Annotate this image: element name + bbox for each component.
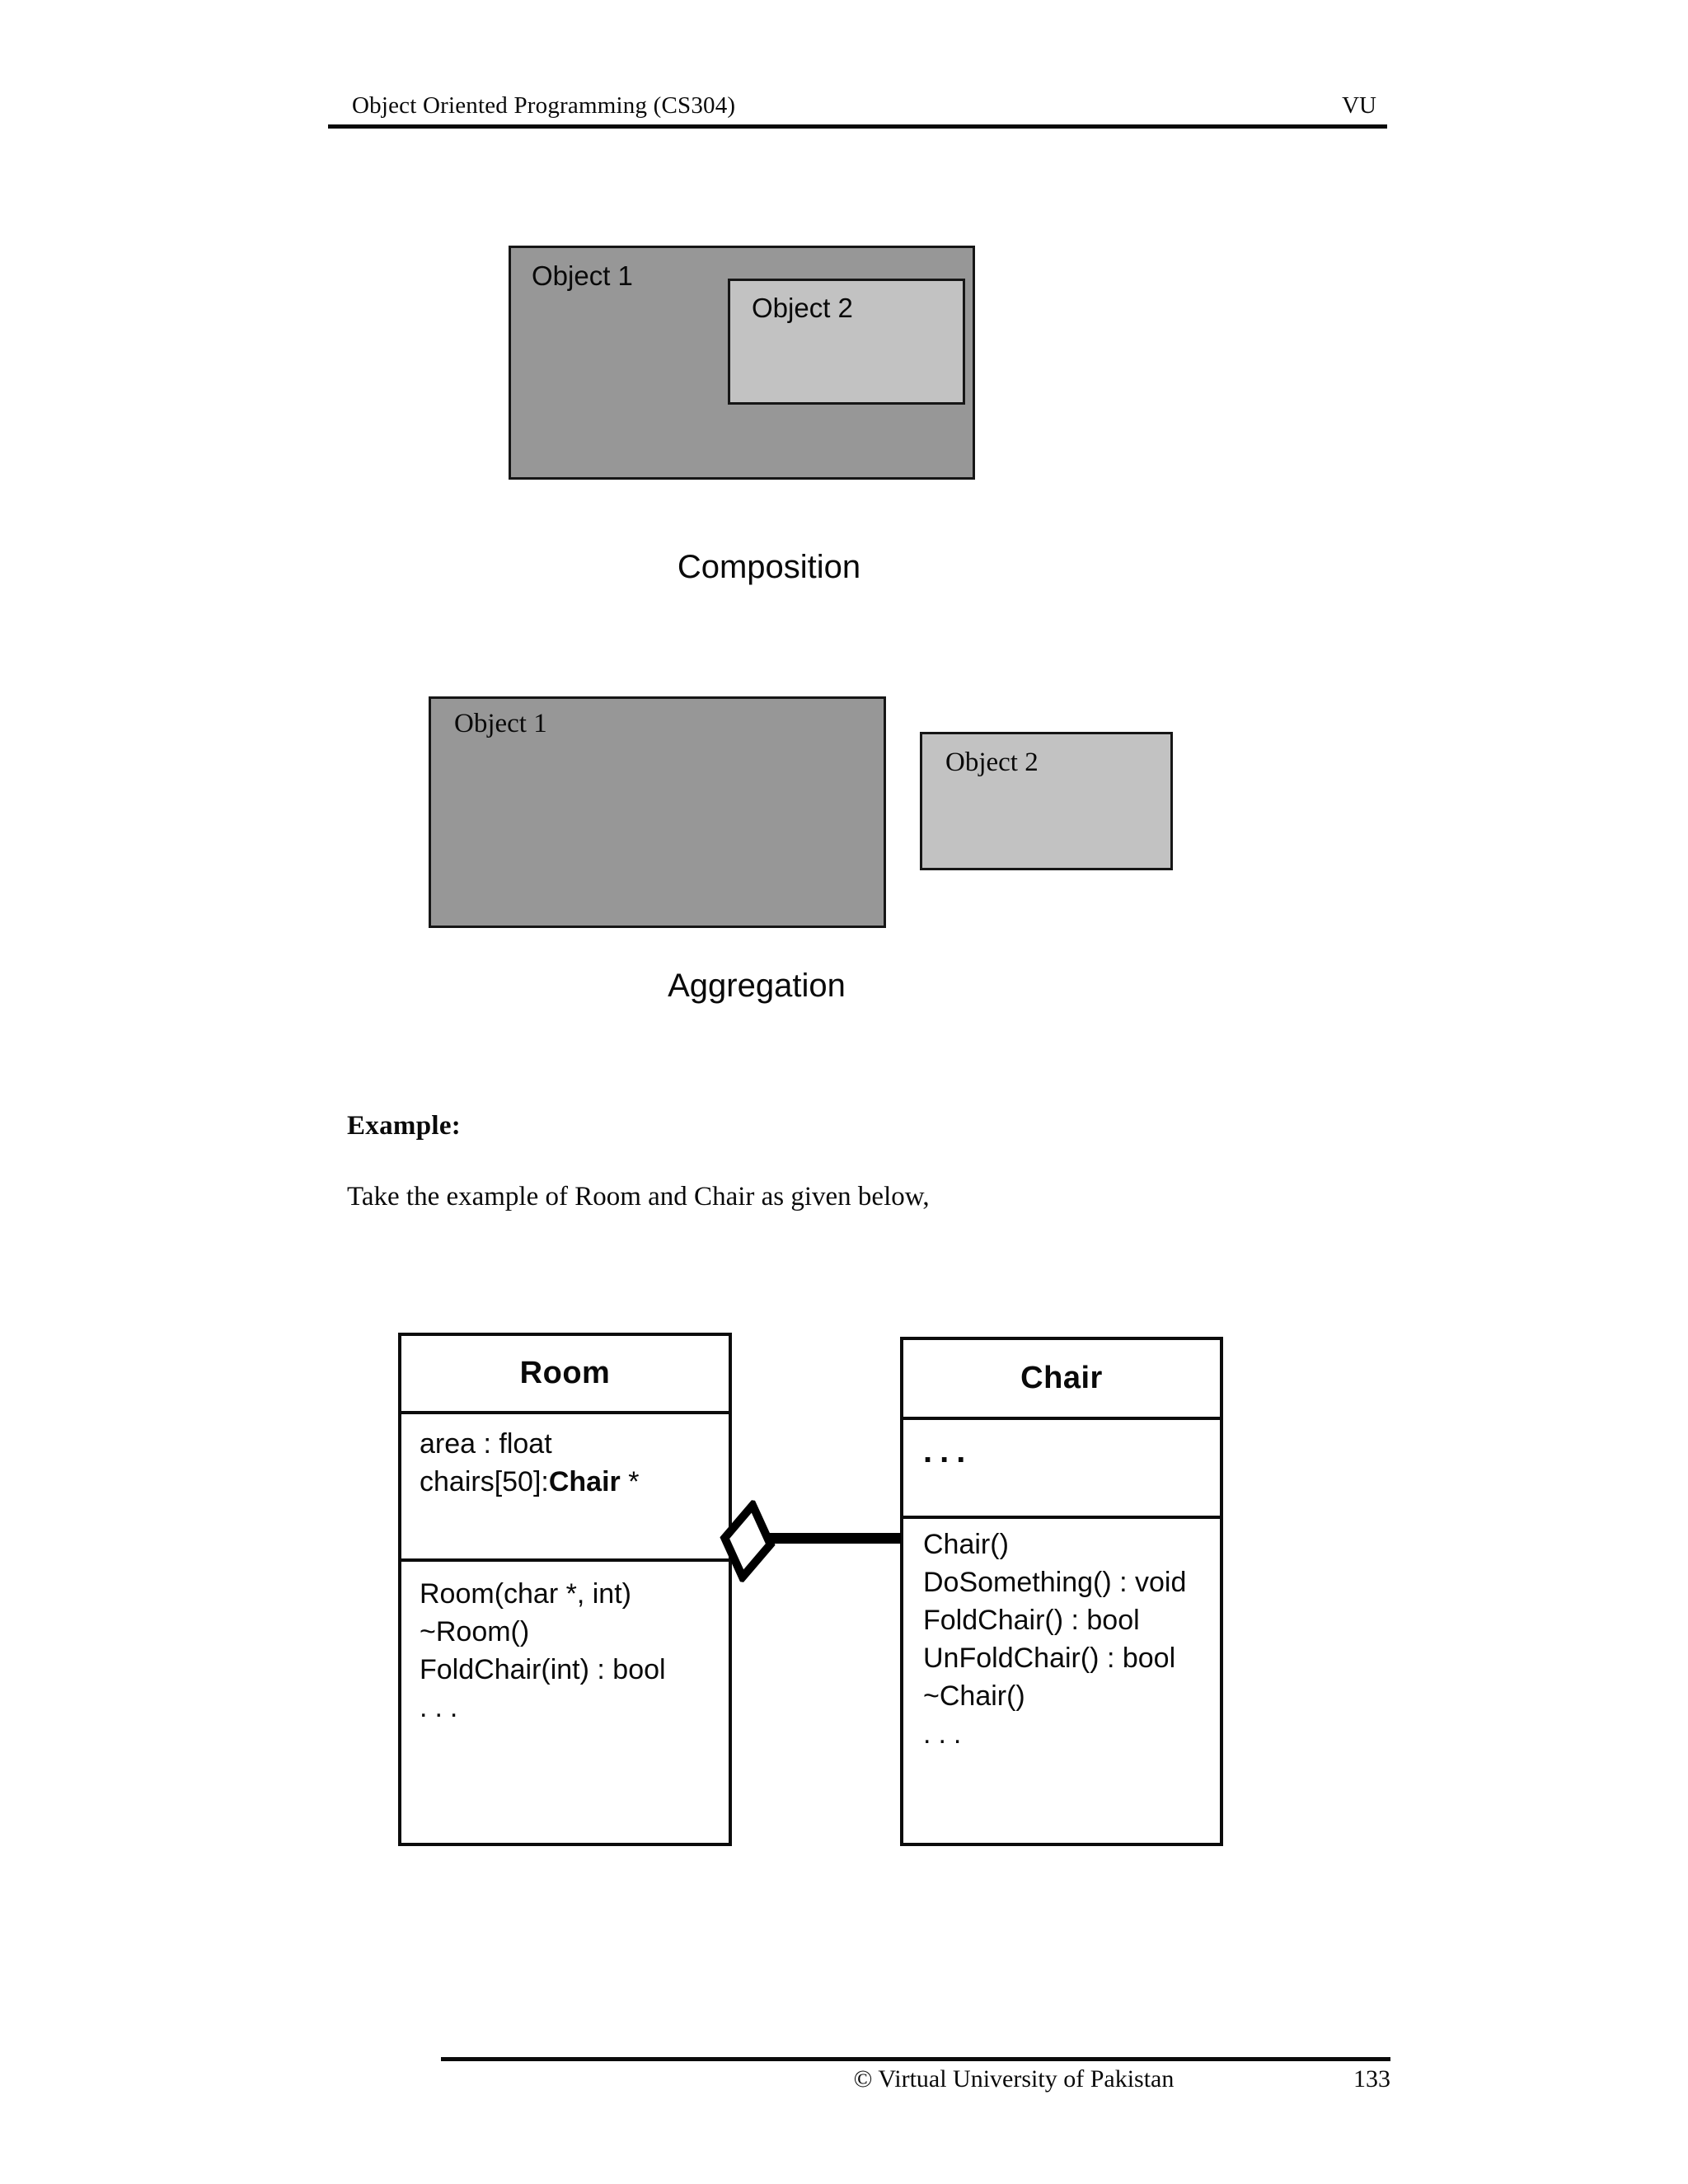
- chair-method: DoSomething() : void: [923, 1567, 1187, 1598]
- room-attribute-prefix: chairs[50]:: [420, 1466, 549, 1497]
- composition-object1-label: Object 1: [532, 260, 633, 291]
- aggregation-connector-line: [769, 1533, 901, 1544]
- room-class-title: Room: [519, 1356, 611, 1390]
- chair-method: Chair(): [923, 1529, 1009, 1560]
- footer-copyright: © Virtual University of Pakistan: [853, 2065, 1175, 2093]
- room-attribute: chairs[50]:Chair *: [420, 1463, 722, 1501]
- header-course-title: Object Oriented Programming (CS304): [352, 92, 736, 119]
- room-attribute-type: Chair: [548, 1466, 621, 1497]
- room-method: ~Room(): [420, 1616, 530, 1647]
- chair-method: FoldChair() : bool: [923, 1605, 1140, 1636]
- chair-methods-section: Chair() DoSomething() : void FoldChair()…: [903, 1516, 1220, 1843]
- composition-object2-box: Object 2: [728, 279, 965, 405]
- room-attribute: area : float: [420, 1428, 552, 1460]
- aggregation-object1-box: Object 1: [429, 696, 886, 928]
- aggregation-diamond-icon: [713, 1497, 781, 1586]
- chair-methods-ellipsis: ...: [923, 1718, 969, 1750]
- room-method: Room(char *, int): [420, 1578, 631, 1610]
- room-method: FoldChair(int) : bool: [420, 1654, 666, 1685]
- example-intro-text: Take the example of Room and Chair as gi…: [347, 1182, 930, 1212]
- aggregation-object2-box: Object 2: [920, 732, 1173, 870]
- aggregation-object1-label: Object 1: [454, 709, 547, 738]
- composition-object1-box: Object 1 Object 2: [509, 246, 975, 480]
- uml-class-room: Room area : float chairs[50]:Chair * Roo…: [398, 1333, 732, 1846]
- room-methods-section: Room(char *, int) ~Room() FoldChair(int)…: [401, 1558, 729, 1846]
- aggregation-caption: Aggregation: [668, 968, 846, 1004]
- composition-caption: Composition: [677, 549, 861, 585]
- room-attribute-suffix: *: [620, 1466, 640, 1497]
- chair-method: UnFoldChair() : bool: [923, 1643, 1176, 1674]
- room-methods-ellipsis: ...: [420, 1692, 466, 1723]
- chair-attributes-ellipsis: ...: [923, 1433, 973, 1469]
- chair-attributes-section: ...: [903, 1417, 1220, 1516]
- header-rule: [328, 124, 1387, 129]
- header-university-abbr: VU: [1342, 92, 1376, 119]
- footer-rule: [441, 2057, 1390, 2061]
- chair-method: ~Chair(): [923, 1680, 1025, 1712]
- composition-object2-label: Object 2: [752, 293, 853, 323]
- chair-class-title: Chair: [1020, 1361, 1103, 1395]
- footer-page-number: 133: [1353, 2065, 1390, 2093]
- room-attributes-section: area : float chairs[50]:Chair *: [401, 1411, 729, 1558]
- uml-class-chair: Chair ... Chair() DoSomething() : void F…: [900, 1337, 1223, 1846]
- aggregation-object2-label: Object 2: [945, 748, 1039, 777]
- example-heading: Example:: [347, 1111, 462, 1141]
